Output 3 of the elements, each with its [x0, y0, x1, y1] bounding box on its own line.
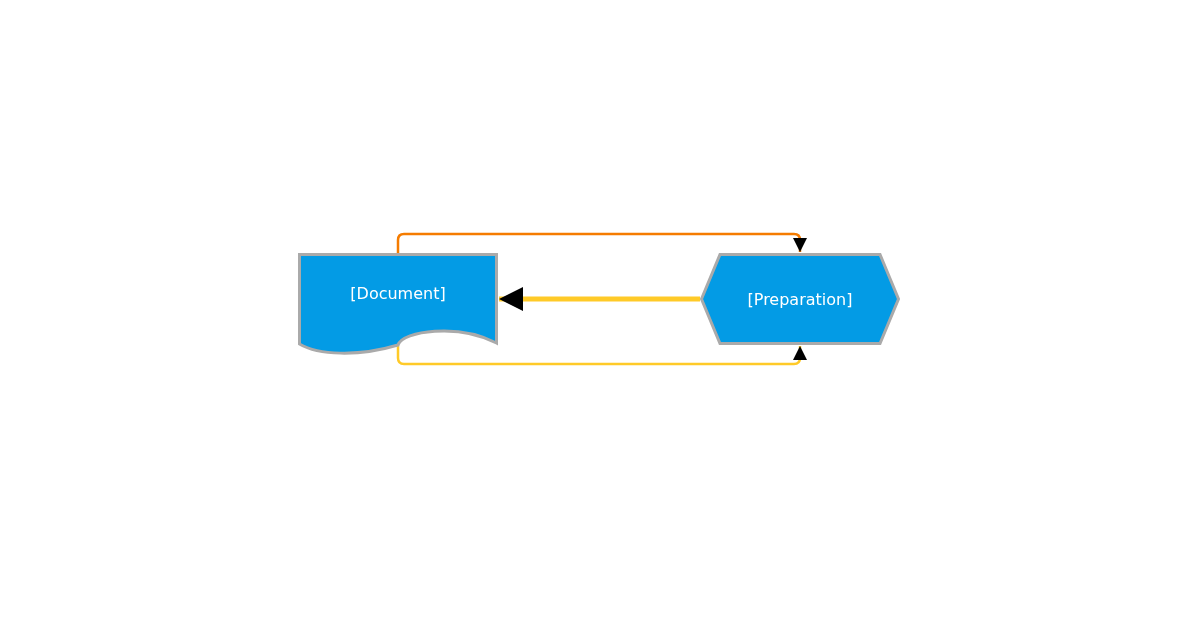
node-label: [Document] — [350, 283, 446, 303]
connector-arrow — [499, 287, 700, 311]
node-label: [Preparation] — [747, 289, 853, 309]
